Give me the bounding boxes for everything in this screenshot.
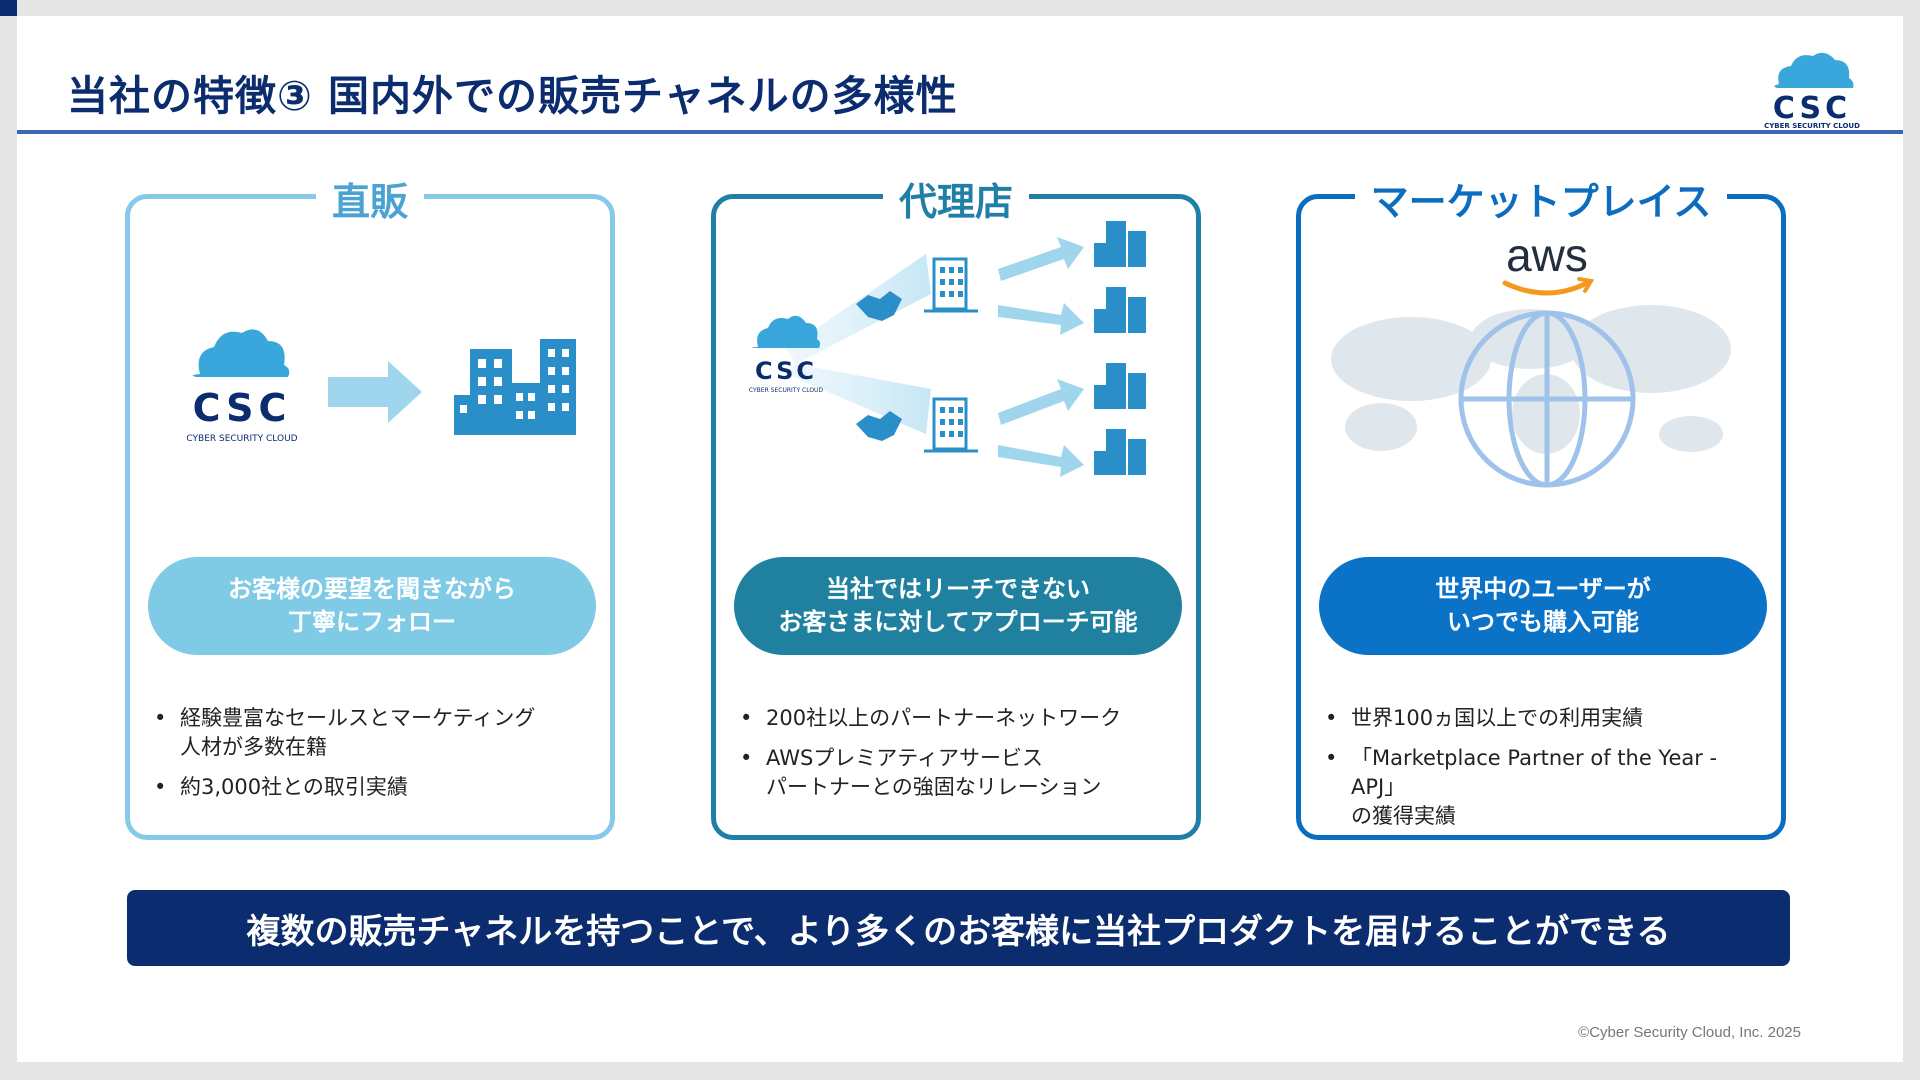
- csc-logo: CSC CYBER SECURITY CLOUD: [749, 315, 824, 394]
- agency-bullets: 200社以上のパートナーネットワーク AWSプレミアティアサービス パートナーと…: [738, 704, 1178, 813]
- summary-banner: 複数の販売チャネルを持つことで、より多くのお客様に当社プロダクトを届けることがで…: [127, 890, 1790, 966]
- page-title: 当社の特徴③ 国内外での販売チャネルの多様性: [67, 72, 958, 120]
- csc-logo: CSC CYBER SECURITY CLOUD: [1757, 44, 1867, 134]
- corner-mark: [0, 0, 17, 16]
- svg-text:CYBER SECURITY CLOUD: CYBER SECURITY CLOUD: [749, 387, 824, 394]
- light-beam: [786, 254, 931, 364]
- title-divider: [17, 130, 1903, 134]
- buildings-icon: [1094, 221, 1146, 475]
- direct-sales-summary: お客様の要望を聞きながら 丁寧にフォロー: [148, 557, 596, 655]
- svg-text:aws: aws: [1506, 229, 1588, 281]
- world-map: [1331, 305, 1731, 454]
- panel-marketplace: マーケットプレイス aws 世界中のユーザーが いつでも: [1296, 171, 1786, 842]
- svg-text:CSC: CSC: [1773, 91, 1851, 124]
- list-item: 世界100ヵ国以上での利用実績: [1323, 704, 1763, 733]
- handshake-icon: [856, 291, 902, 441]
- list-item: 「Marketplace Partner of the Year -APJ」 の…: [1323, 744, 1763, 831]
- agency-illustration: CSC CYBER SECURITY CLOUD: [749, 221, 1146, 477]
- logo-subtitle: CYBER SECURITY CLOUD: [1764, 122, 1860, 130]
- list-item: 200社以上のパートナーネットワーク: [738, 704, 1178, 733]
- csc-logo: CSC CYBER SECURITY CLOUD: [186, 329, 298, 444]
- arrow-right-icon: [328, 361, 422, 423]
- marketplace-summary: 世界中のユーザーが いつでも購入可能: [1319, 557, 1767, 655]
- arrow-icon: [998, 237, 1084, 477]
- building-windows: [940, 267, 963, 437]
- cloud-icon: CSC: [1773, 52, 1854, 126]
- marketplace-bullets: 世界100ヵ国以上での利用実績 「Marketplace Partner of …: [1323, 704, 1763, 842]
- svg-text:CSC: CSC: [755, 357, 817, 385]
- panel-direct-sales: 直販 CSC CYBER SECURITY CLOUD: [125, 171, 615, 840]
- panel-title: 直販: [315, 171, 424, 226]
- svg-text:CSC: CSC: [193, 386, 292, 430]
- list-item: 経験豊富なセールスとマーケティング 人材が多数在籍: [152, 704, 592, 762]
- list-item: 約3,000社との取引実績: [152, 773, 592, 802]
- agency-summary: 当社ではリーチできない お客さまに対してアプローチ可能: [734, 557, 1182, 655]
- direct-sales-illustration: CSC CYBER SECURITY CLOUD: [186, 329, 576, 444]
- panel-title: マーケットプレイス: [1354, 171, 1728, 226]
- slide: 当社の特徴③ 国内外での販売チャネルの多様性 CSC CYBER SECURIT…: [17, 16, 1903, 1062]
- buildings-icon: [454, 339, 576, 435]
- panel-agency: 代理店 CSC CYBER SECURITY CLOUD: [711, 171, 1201, 840]
- aws-logo: aws: [1502, 229, 1595, 296]
- svg-text:CYBER SECURITY CLOUD: CYBER SECURITY CLOUD: [186, 434, 297, 444]
- list-item: AWSプレミアティアサービス パートナーとの強固なリレーション: [738, 744, 1178, 802]
- marketplace-illustration: aws: [1331, 229, 1731, 488]
- direct-sales-bullets: 経験豊富なセールスとマーケティング 人材が多数在籍 約3,000社との取引実績: [152, 704, 592, 813]
- globe-icon: [1458, 310, 1636, 488]
- panel-title: 代理店: [882, 171, 1029, 226]
- copyright: ©Cyber Security Cloud, Inc. 2025: [1578, 1024, 1801, 1041]
- building-icon: [924, 257, 978, 453]
